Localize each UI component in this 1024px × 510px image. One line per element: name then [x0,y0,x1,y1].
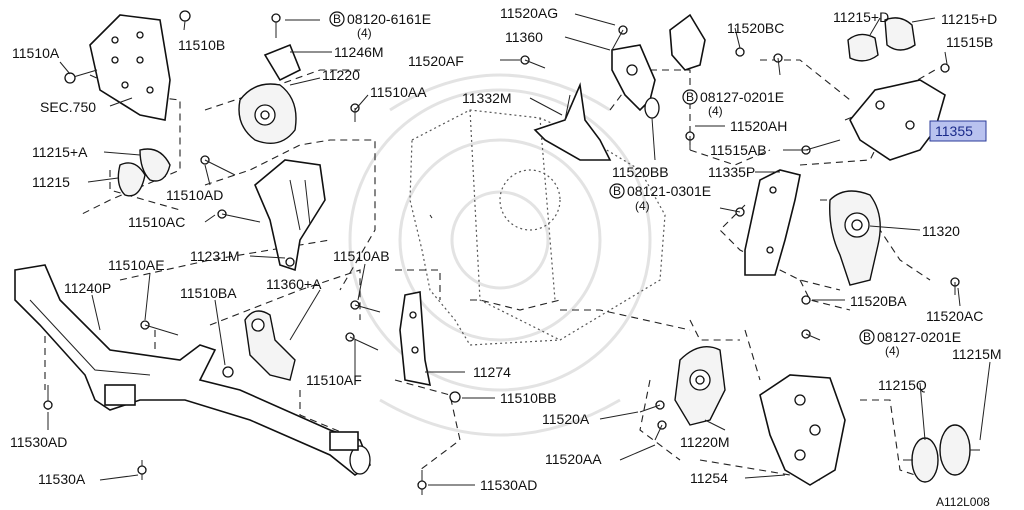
highlight-box [929,120,987,142]
bolts-11530 [43,320,427,495]
label-08127-top-qty: (4) [708,104,723,118]
label-08120-6161E: 08120-6161E [347,11,431,27]
label-11520AF[interactable]: 11520AF [408,53,464,69]
bracket-top-right-11520BC [669,13,745,71]
label-11215M[interactable]: 11215M [952,346,1002,362]
label-11515AB[interactable]: 11515AB [710,142,767,158]
label-08120-qty: (4) [357,26,372,40]
label-11515B[interactable]: 11515B [946,34,993,50]
label-11215[interactable]: 11215 [32,174,70,190]
engine-block [409,109,666,346]
label-11274[interactable]: 11274 [473,364,511,380]
part-labels: 11510A 11510B SEC.750 B 08120-6161E (4) … [10,5,1002,509]
bracket-sec750 [89,14,171,121]
crossmember-11240P [14,264,371,476]
label-11320[interactable]: 11320 [922,223,960,239]
bracket-11254 [759,374,846,486]
label-11355: 11355 [935,123,973,139]
label-11520BB[interactable]: 11520BB [612,164,669,180]
label-11510AE[interactable]: 11510AE [108,257,165,273]
insulator-11215A [117,148,171,197]
ref-08121-0301E[interactable]: B 08121-0301E (4) [609,183,711,213]
mount-11220 [238,13,302,144]
label-11220[interactable]: 11220 [322,67,360,83]
ref-08127-0201E-bottom[interactable]: B 08127-0201E (4) [859,329,961,358]
mount-11360A [222,310,296,381]
label-11520AA[interactable]: 11520AA [545,451,602,467]
label-08121-qty: (4) [635,199,650,213]
bracket-11332M [520,55,695,161]
label-11510AF[interactable]: 11510AF [306,372,362,388]
label-11240P[interactable]: 11240P [64,280,111,296]
label-11215D-1[interactable]: 11215+D [833,9,889,25]
label-11510AB[interactable]: 11510AB [333,248,390,264]
label-11510AD[interactable]: 11510AD [166,187,223,203]
mount-11320 [801,190,960,341]
label-sec750[interactable]: SEC.750 [40,99,96,115]
insulators-11215Q-11215M [903,424,980,483]
label-11520BA[interactable]: 11520BA [850,293,907,309]
bracket-11355 [773,53,950,161]
label-11510AA[interactable]: 11510AA [370,84,427,100]
label-11510B[interactable]: 11510B [178,37,225,53]
b-marker-icon [682,89,698,105]
label-11220M[interactable]: 11220M [680,434,730,450]
label-08127-0201E-bottom: 08127-0201E [877,329,961,345]
label-11246M[interactable]: 11246M [334,44,384,60]
bracket-11335P [719,169,801,276]
nut-11510B [179,10,191,22]
label-08127-0201E-top: 08127-0201E [700,89,784,105]
b-marker-letter: B [863,330,871,344]
label-11520A[interactable]: 11520A [542,411,590,427]
label-11254[interactable]: 11254 [690,470,728,486]
label-11520AH[interactable]: 11520AH [730,118,787,134]
insulators-11215D [847,17,916,62]
label-11520BC[interactable]: 11520BC [727,20,784,36]
label-11530AD-bottom[interactable]: 11530AD [480,477,537,493]
b-marker-icon [609,183,625,199]
bracket-11274 [345,291,461,403]
ref-08127-0201E-top[interactable]: B 08127-0201E (4) [682,89,784,118]
label-11332M[interactable]: 11332M [462,90,512,106]
ref-08120-6161E[interactable]: B 08120-6161E (4) [329,11,431,40]
label-11335P[interactable]: 11335P [708,164,755,180]
label-11520AC[interactable]: 11520AC [926,308,983,324]
figure-id: A112L008 [936,495,990,509]
label-11231M[interactable]: 11231M [190,248,240,264]
mount-11220M [639,346,726,441]
b-marker-icon [329,11,345,27]
leader-lines [47,13,991,486]
callout-11355-highlight[interactable]: 11355 [929,120,987,142]
label-11215A[interactable]: 11215+A [32,144,88,160]
bolt-11510A [64,69,98,84]
label-11510AC[interactable]: 11510AC [128,214,185,230]
label-11510A[interactable]: 11510A [12,45,60,61]
label-11530A[interactable]: 11530A [38,471,86,487]
b-marker-icon [859,329,875,345]
bracket-11231M [200,103,360,272]
label-08127-bottom-qty: (4) [885,344,900,358]
label-11360[interactable]: 11360 [505,29,543,45]
label-11510BA[interactable]: 11510BA [180,285,237,301]
label-11520AG[interactable]: 11520AG [500,5,558,21]
label-08121-0301E: 08121-0301E [627,183,711,199]
label-11215D-2[interactable]: 11215+D [941,11,997,27]
label-11530AD-left[interactable]: 11530AD [10,434,67,450]
watermark [348,73,652,437]
b-marker-letter: B [333,12,341,26]
label-11360A[interactable]: 11360+A [266,276,322,292]
b-marker-letter: B [613,184,621,198]
mount-11360 [611,25,660,119]
b-marker-letter: B [686,90,694,104]
label-11510BB[interactable]: 11510BB [500,390,557,406]
label-11215Q[interactable]: 11215Q [878,377,927,393]
